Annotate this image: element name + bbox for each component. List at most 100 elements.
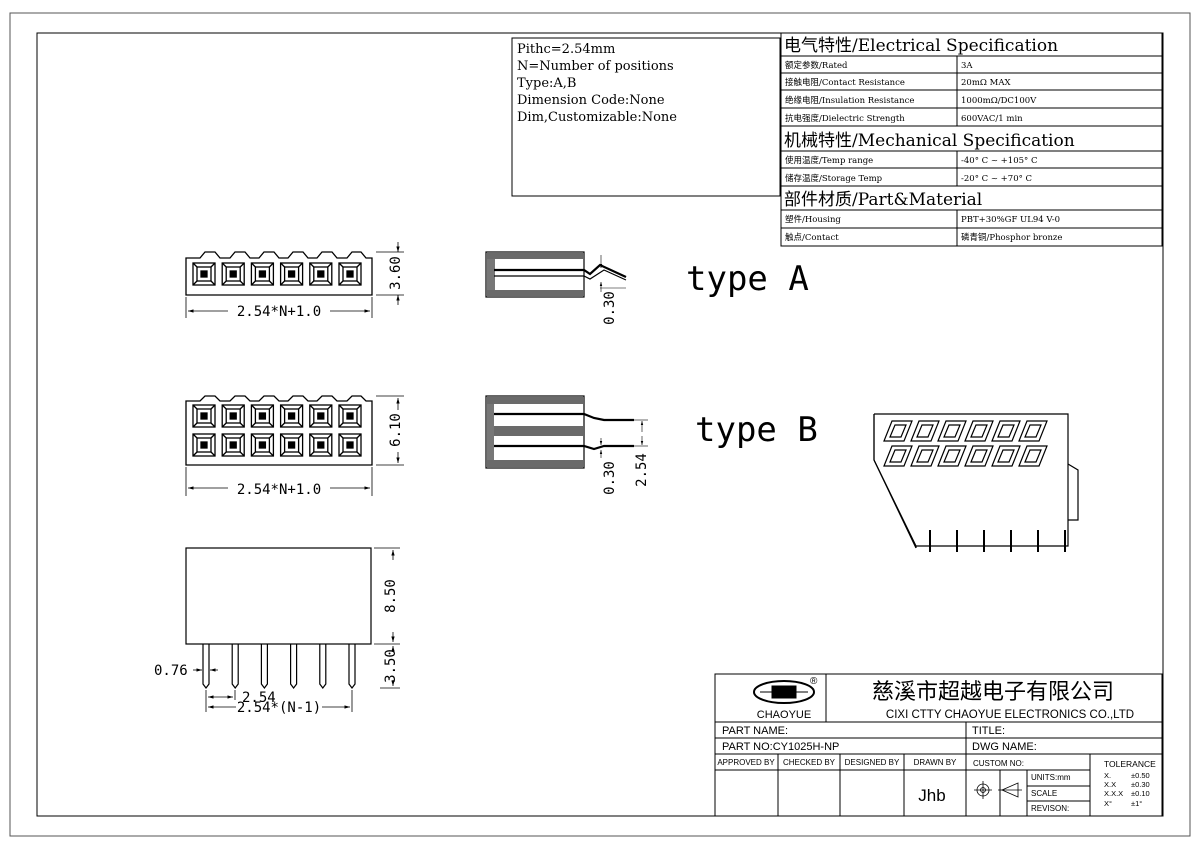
chamfer-line: [356, 451, 362, 457]
chamfer-line: [210, 433, 216, 439]
contact-hole: [229, 441, 237, 449]
chamfer-line: [221, 404, 227, 410]
iso-cell: [1018, 420, 1048, 442]
chamfer-line: [192, 262, 198, 268]
contact-cell: [250, 262, 275, 286]
dim-height-a: [376, 242, 404, 305]
spec-value: -40° C ~ +105° C: [961, 156, 1037, 166]
contact-hole: [287, 270, 296, 278]
contact-cell-inner: [196, 408, 212, 424]
chamfer-line: [221, 280, 227, 286]
iso-cell-inner: [970, 424, 988, 438]
iso-cell: [937, 420, 967, 442]
chamfer-line: [327, 433, 333, 439]
front-pin: [202, 644, 210, 689]
contact-cell-inner: [313, 437, 329, 453]
note-positions: N=Number of positions: [517, 59, 674, 74]
chamfer-line: [338, 404, 344, 410]
chamfer-line: [192, 404, 198, 410]
spec-label: 绝缘电阻/Insulation Resistance: [785, 95, 914, 106]
chamfer-line: [239, 451, 245, 457]
chamfer-line: [250, 451, 256, 457]
chamfer-line: [268, 404, 274, 410]
iso-cell: [991, 420, 1021, 442]
chamfer-line: [192, 451, 198, 457]
contact-hole: [258, 270, 267, 278]
spec-label: 触点/Contact: [785, 232, 839, 243]
spec-value: 3A: [961, 61, 973, 71]
chamfer-line: [192, 433, 198, 439]
contact-cell: [192, 404, 216, 428]
chamfer-line: [268, 262, 274, 268]
contact-hole: [317, 441, 325, 449]
contact-cell: [309, 404, 333, 428]
dim-width-b: [185, 467, 373, 496]
width-label-a: 2.54*N+1.0: [237, 304, 321, 320]
chamfer-line: [298, 433, 304, 439]
chamfer-line: [309, 451, 315, 457]
contact-cell-inner: [313, 266, 329, 282]
pin-length-label: 3.50: [383, 649, 399, 683]
contact-hole: [229, 412, 237, 420]
chamfer-line: [221, 262, 227, 268]
iso-cell-inner: [916, 449, 934, 463]
note-pitch: Pithc=2.54mm: [517, 42, 615, 57]
type-a-label: type A: [686, 259, 809, 299]
contact-cell-inner: [342, 408, 358, 424]
iso-cell: [1018, 445, 1048, 467]
contact-hole: [258, 412, 267, 420]
iso-cell-inner: [916, 424, 934, 438]
chamfer-line: [309, 262, 315, 268]
title-label: TITLE:: [972, 725, 1005, 737]
designed-by-label: DESIGNED BY: [845, 758, 900, 767]
note-dim-custom: Dim,Customizable:None: [517, 110, 677, 125]
contact-cell: [279, 433, 304, 457]
dwg-name-label: DWG NAME:: [972, 741, 1037, 753]
pitch-label-b: 2.54: [634, 453, 650, 487]
spec-label: 抗电强度/Dielectric Strength: [785, 113, 905, 124]
chamfer-line: [239, 433, 245, 439]
contact-hole: [346, 270, 354, 278]
chamfer-line: [309, 422, 315, 428]
brand-name: CHAOYUE: [757, 709, 811, 721]
dim-front-bottom: [193, 668, 353, 712]
electrical-title: 电气特性/Electrical Specification: [784, 36, 1058, 56]
chamfer-line: [309, 404, 315, 410]
contact-cell: [279, 262, 304, 286]
iso-cell-inner: [997, 449, 1015, 463]
chamfer-line: [250, 280, 256, 286]
chamfer-line: [356, 262, 362, 268]
pin-label-b: 0.30: [602, 461, 618, 495]
chamfer-line: [356, 422, 362, 428]
front-pin: [319, 644, 327, 689]
type-b-label: type B: [695, 410, 818, 450]
iso-cell-inner: [889, 424, 907, 438]
contact-cell: [338, 262, 362, 286]
tolerance-format: X°: [1104, 799, 1112, 808]
contact-cell-inner: [254, 266, 271, 282]
chamfer-line: [327, 404, 333, 410]
chamfer-line: [356, 404, 362, 410]
contact-cell-inner: [254, 408, 271, 424]
contact-hole: [200, 270, 208, 278]
contact-cell-inner: [196, 266, 212, 282]
contact-hole: [258, 441, 267, 449]
contact-cell-inner: [225, 408, 241, 424]
iso-cell: [937, 445, 967, 467]
revision-label: REVISON:: [1031, 804, 1069, 813]
chamfer-line: [338, 262, 344, 268]
spec-value: 1000mΩ/DC100V: [961, 96, 1037, 106]
spec-value: -20° C ~ +70° C: [961, 174, 1032, 184]
registered-mark: ®: [810, 676, 818, 687]
chamfer-line: [192, 422, 198, 428]
spec-table: [780, 32, 1163, 247]
chamfer-line: [250, 404, 256, 410]
iso-cell: [910, 445, 940, 467]
chamfer-line: [309, 280, 315, 286]
chaoyue-logo: ®: [753, 676, 818, 704]
contact-hole: [346, 441, 354, 449]
width-label-b: 2.54*N+1.0: [237, 482, 321, 498]
contact-cell: [192, 433, 216, 457]
tolerance-format: X.X.X: [1104, 789, 1123, 798]
tolerance-format: X.: [1104, 771, 1111, 780]
